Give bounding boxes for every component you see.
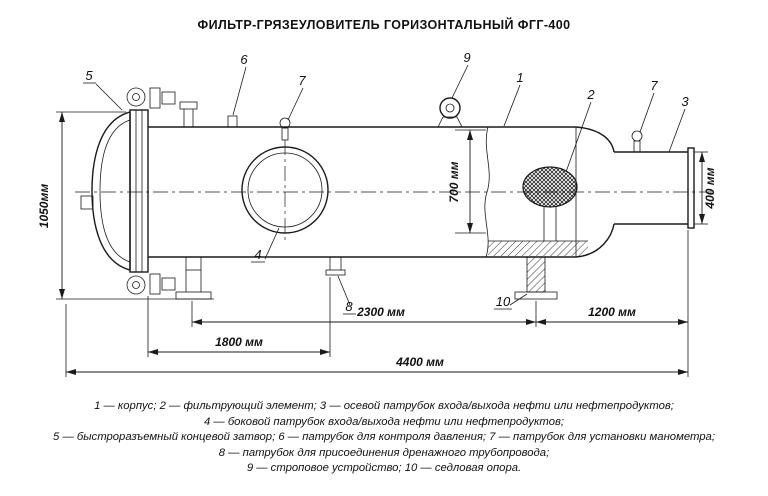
legend-line: 4 — боковой патрубок входа/выхода нефти … — [203, 415, 565, 428]
svg-text:4400 мм: 4400 мм — [395, 355, 444, 369]
svg-text:1050мм: 1050мм — [37, 184, 51, 229]
callout-3: 3 — [681, 94, 689, 109]
callout-7-left: 7 — [298, 73, 306, 88]
section-break-line — [484, 126, 490, 258]
callout-8: 8 — [345, 299, 353, 314]
dimension-overall-height: 1050мм — [37, 111, 214, 300]
callout-2: 2 — [586, 87, 595, 102]
filter-element — [522, 166, 578, 241]
manometer-fitting-left — [279, 117, 291, 141]
dimension-left-span: 1800 мм — [147, 277, 331, 357]
svg-text:1800 мм: 1800 мм — [215, 335, 263, 349]
drawing-title: ФИЛЬТР-ГРЯЗЕУЛОВИТЕЛЬ ГОРИЗОНТАЛЬНЫЙ ФГГ… — [197, 18, 571, 32]
callout-leaders — [83, 64, 686, 315]
dimension-right-span: 1200 мм — [536, 230, 689, 377]
vent-stub — [179, 101, 198, 127]
callout-9: 9 — [463, 50, 470, 65]
svg-text:400 мм: 400 мм — [703, 167, 717, 209]
legend-line: 9 — строповое устройство; 10 — седловая … — [246, 462, 522, 475]
callout-10: 10 — [496, 294, 511, 309]
callout-7-right: 7 — [650, 78, 658, 93]
side-port — [241, 140, 329, 242]
svg-text:700 мм: 700 мм — [447, 161, 461, 202]
quick-release-closure — [80, 87, 176, 295]
dimension-support-span: 2300 мм — [191, 301, 537, 327]
parts-legend: 1 — корпус; 2 — фильтрующий элемент; 3 —… — [0, 399, 768, 477]
saddle-support-right — [514, 256, 558, 300]
dimension-overall-length: 4400 мм — [65, 304, 688, 377]
lifting-lug — [437, 97, 463, 128]
pressure-control-nozzle — [227, 115, 238, 128]
callout-6: 6 — [240, 52, 248, 67]
callout-4: 4 — [254, 247, 261, 262]
legend-line: 5 — быстроразъемный концевой затвор; 6 —… — [53, 431, 715, 444]
callout-1: 1 — [516, 70, 523, 85]
callout-5: 5 — [85, 68, 93, 83]
legend-line: 1 — корпус; 2 — фильтрующий элемент; 3 —… — [94, 400, 674, 412]
section-hatch — [488, 240, 588, 256]
dimension-nozzle-diameter: 400 мм — [694, 151, 717, 225]
manometer-fitting-right — [631, 130, 643, 153]
saddle-support-left — [175, 257, 212, 300]
svg-text:1200 мм: 1200 мм — [588, 305, 636, 319]
dimension-shell-diameter: 700 мм — [447, 129, 486, 234]
legend-line: 8 — патрубок для присоединения дренажног… — [218, 446, 550, 459]
svg-text:2300 мм: 2300 мм — [356, 305, 405, 319]
drain-nozzle — [325, 257, 346, 276]
